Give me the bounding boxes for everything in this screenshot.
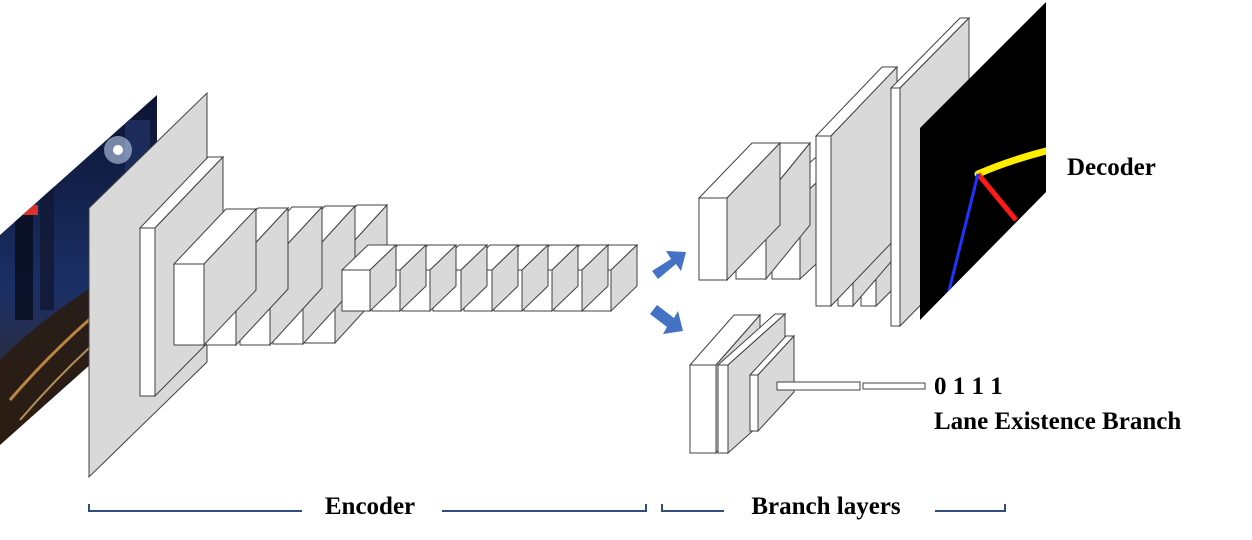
encoder-bracket xyxy=(88,504,647,512)
decoder-label: Decoder xyxy=(1067,154,1156,181)
lane-fc-layer-1 xyxy=(776,381,861,391)
decoder-plate-1 xyxy=(814,65,899,308)
decoder-block-1 xyxy=(697,141,782,282)
lane-branch-block-3 xyxy=(748,334,796,433)
output-lane-map xyxy=(920,2,1046,320)
branch-layers-bracket xyxy=(661,504,1006,512)
encoder-label: Encoder xyxy=(325,493,415,520)
arrow-to-decoder-icon xyxy=(652,251,686,279)
encoder-block-small-1 xyxy=(340,243,398,313)
branch-layers-label: Branch layers xyxy=(751,493,901,520)
arrow-to-lane-branch-icon xyxy=(650,305,683,334)
lane-fc-layer-2 xyxy=(862,382,926,390)
lane-existence-output: 0 1 1 1 xyxy=(934,373,1003,400)
encoder-block-large-1 xyxy=(172,207,258,347)
lane-existence-branch-label: Lane Existence Branch xyxy=(934,408,1181,435)
